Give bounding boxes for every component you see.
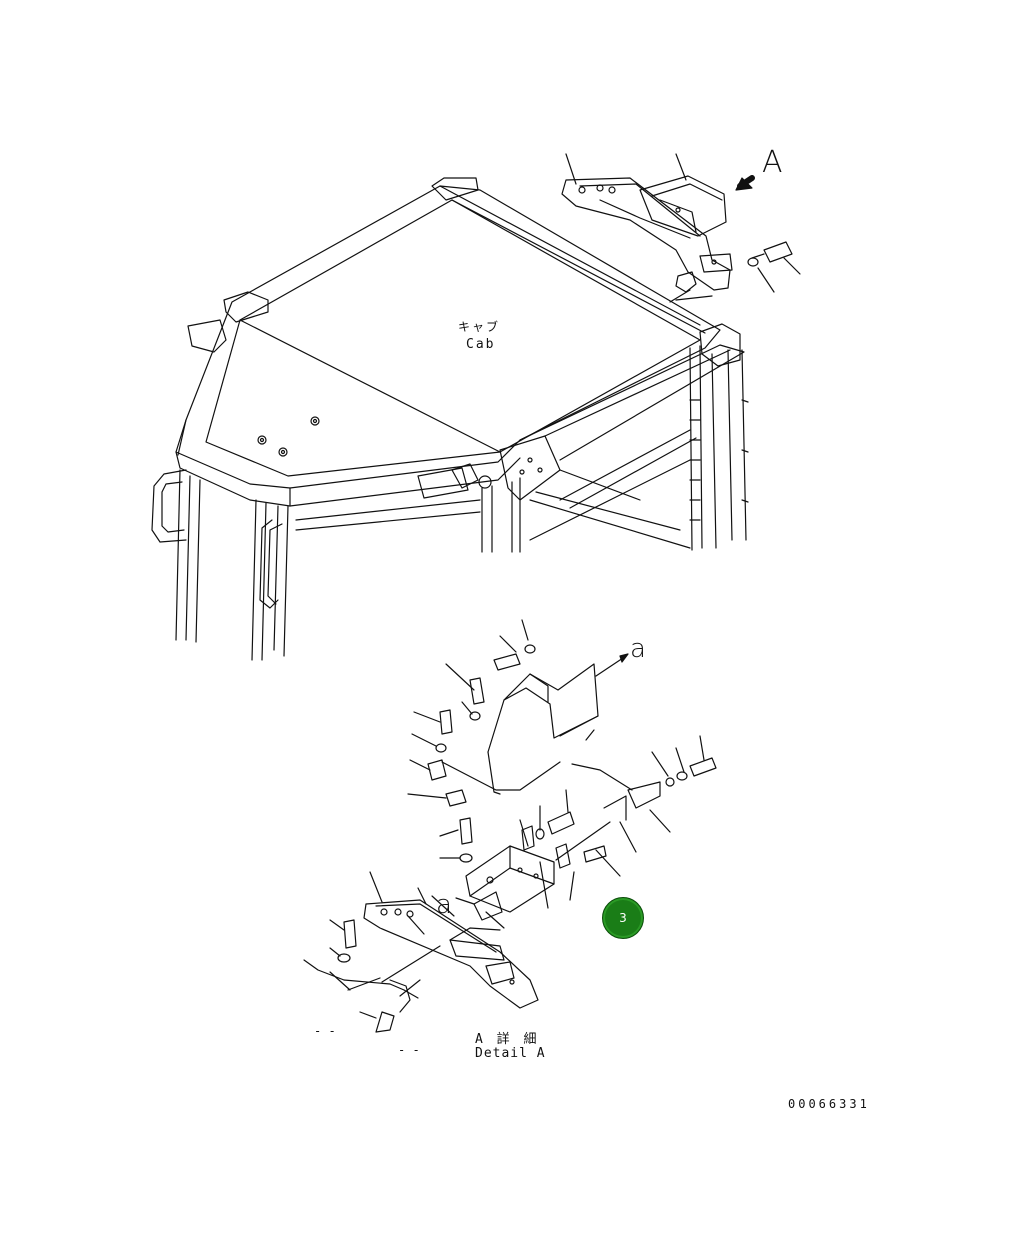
callout-number: 3 <box>619 911 627 925</box>
cab-label-japanese: キャブ <box>458 320 501 334</box>
cab-label-english: Cab <box>466 337 496 352</box>
callout-number-badge[interactable]: 3 <box>602 897 644 939</box>
drawing-code: 00066331 <box>788 1097 870 1111</box>
leader-dash-left: - - <box>314 1024 336 1038</box>
cab-roof <box>175 177 745 507</box>
cab-frame <box>151 345 749 661</box>
detail-A-label-english: Detail A <box>475 1046 546 1061</box>
leader-dash-right: - - <box>398 1043 420 1057</box>
view-a-label-lower: a <box>436 890 452 920</box>
detail-A-exploded <box>303 619 717 1033</box>
detail-A-label-japanese: A 詳 細 <box>475 1032 540 1047</box>
view-A-assembly <box>561 153 801 303</box>
view-A-label: A <box>762 145 783 180</box>
view-a-label-upper: a <box>630 634 646 664</box>
